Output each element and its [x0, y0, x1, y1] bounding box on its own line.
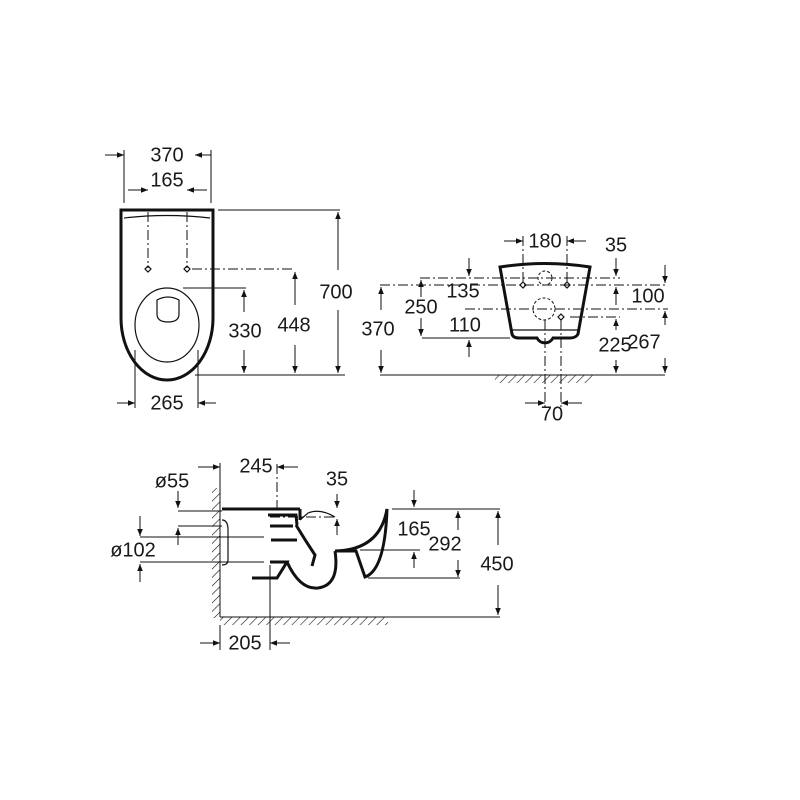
rim-line: [123, 214, 211, 219]
dim-diameter-102: ø102: [110, 539, 156, 561]
dim-265: 265: [150, 392, 183, 414]
dim-330: 330: [228, 320, 261, 342]
dim-35: 35: [605, 234, 627, 256]
pipes: [222, 507, 300, 580]
floor-hatch: [495, 375, 593, 383]
dim-110: 110: [449, 314, 481, 336]
bowl-rim: [334, 508, 389, 579]
dim-205: 205: [228, 632, 261, 654]
top-view: 370 165 700 448 330 265: [105, 144, 353, 414]
dim-165-side: 165: [397, 518, 430, 540]
dim-450: 450: [480, 553, 513, 575]
dim-diameter-55: ø55: [155, 470, 189, 492]
fixing-points: [519, 281, 571, 321]
front-view: 180 35 225 100 267 370 250 135 110 70: [361, 230, 668, 425]
dim-135: 135: [446, 280, 479, 302]
dim-292: 292: [428, 533, 461, 555]
dim-180: 180: [528, 230, 561, 252]
side-view: 245 ø55 35 ø102 165 292 450 205: [110, 455, 513, 654]
dim-35-side: 35: [326, 468, 348, 490]
fixing-points: [144, 265, 191, 273]
lid-hinge: [156, 296, 180, 323]
dim-70: 70: [541, 403, 563, 425]
dim-225: 225: [598, 334, 631, 356]
dim-245: 245: [239, 455, 272, 477]
wall-flange: [221, 519, 229, 566]
seat-outline: [134, 287, 200, 363]
dim-267: 267: [627, 331, 660, 353]
floor-hatch: [220, 617, 388, 625]
dim-370: 370: [150, 144, 183, 166]
dim-370-height: 370: [361, 318, 394, 340]
dim-165: 165: [150, 169, 183, 191]
dim-448: 448: [277, 314, 310, 336]
wall-hatch: [212, 488, 220, 618]
dim-700: 700: [319, 281, 352, 303]
bowl-outline-top: [119, 208, 215, 382]
dim-250: 250: [404, 296, 437, 318]
inlet: [294, 509, 317, 567]
dim-100: 100: [631, 285, 664, 307]
bowl-outline-front: [498, 262, 592, 345]
trap: [285, 550, 338, 590]
